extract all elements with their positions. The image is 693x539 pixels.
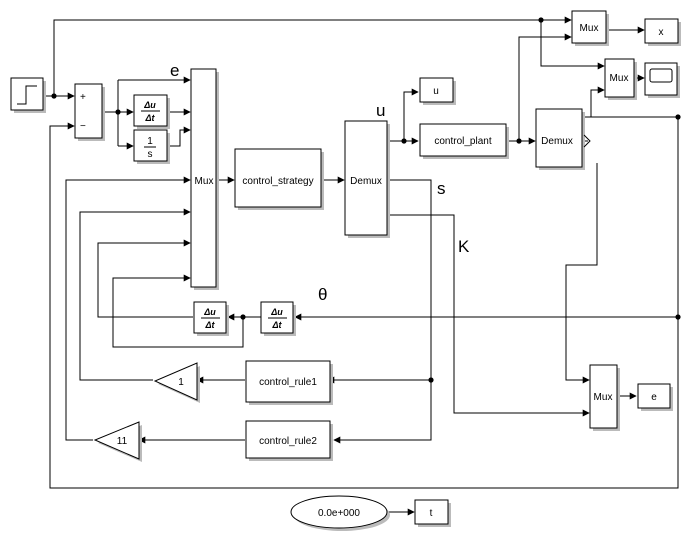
u-output-label: u <box>433 86 439 97</box>
gain1-value: 1 <box>178 377 184 388</box>
mux-e-label: Mux <box>594 392 613 403</box>
control-strategy-block[interactable]: control_strategy <box>234 148 324 210</box>
plant-demux-label: Demux <box>541 136 573 147</box>
theta-derivative1-denominator: Δt <box>271 320 282 330</box>
x-output-label: x <box>659 27 664 38</box>
junction-dots <box>51 17 681 383</box>
control-plant-block[interactable]: control_plant <box>419 123 509 159</box>
theta-derivative2-denominator: Δt <box>204 320 215 330</box>
derivative-block-theta2[interactable]: Δu Δt <box>193 301 229 336</box>
signal-label-u: u <box>376 101 385 120</box>
derivative-numerator: Δu <box>143 100 156 110</box>
signal-label-theta: θ <box>318 285 327 304</box>
plant-demux-block[interactable]: Demux <box>535 108 591 170</box>
control-rule1-label: control_rule1 <box>259 377 317 388</box>
gain2-block[interactable]: 11 <box>93 421 142 462</box>
gain1-block[interactable]: 1 <box>153 362 200 403</box>
control-plant-label: control_plant <box>434 136 491 147</box>
e-output-port[interactable]: e <box>637 383 673 411</box>
signal-label-e: e <box>170 61 179 80</box>
mux-e-block[interactable]: Mux <box>589 364 620 431</box>
control-rule1-block[interactable]: control_rule1 <box>245 360 333 405</box>
strategy-demux-label: Demux <box>350 176 382 187</box>
clock-value: 0.0e+000 <box>318 508 360 519</box>
sum-block[interactable]: + − <box>74 83 105 141</box>
main-mux-label: Mux <box>195 176 214 187</box>
control-strategy-label: control_strategy <box>242 176 313 187</box>
t-output-label: t <box>430 508 433 519</box>
mux-scope-label: Mux <box>610 73 629 84</box>
signal-lines <box>44 16 679 516</box>
control-rule2-block[interactable]: control_rule2 <box>245 420 333 461</box>
x-output-port[interactable]: x <box>644 18 681 46</box>
u-output-port[interactable]: u <box>419 77 456 105</box>
mux-scope-block[interactable]: Mux <box>604 58 637 100</box>
scope-block[interactable] <box>644 62 680 98</box>
integrator-numerator: 1 <box>147 136 153 147</box>
integrator-denominator: s <box>148 149 153 160</box>
sum-plus-sign: + <box>80 92 86 103</box>
theta-derivative2-numerator: Δu <box>203 307 216 317</box>
step-source-block[interactable] <box>10 77 46 113</box>
strategy-demux-block[interactable]: Demux <box>344 120 390 238</box>
clock-block[interactable]: 0.0e+000 <box>290 495 390 531</box>
mux-x-block[interactable]: Mux <box>571 10 609 46</box>
theta-derivative1-numerator: Δu <box>270 307 283 317</box>
main-mux-block[interactable]: Mux <box>190 68 219 290</box>
mux-x-label: Mux <box>580 23 599 34</box>
integrator-block[interactable]: 1 s <box>133 129 170 164</box>
sum-minus-sign: − <box>80 121 86 132</box>
derivative-block-e[interactable]: Δu Δt <box>133 94 170 129</box>
t-output-port[interactable]: t <box>414 499 451 527</box>
derivative-block-theta1[interactable]: Δu Δt <box>260 301 296 336</box>
signal-label-s: s <box>437 179 446 198</box>
gain2-value: 11 <box>117 436 128 447</box>
control-rule2-label: control_rule2 <box>259 436 317 447</box>
derivative-denominator: Δt <box>144 113 155 123</box>
signal-label-k: K <box>458 237 470 256</box>
e-output-label: e <box>651 392 657 403</box>
